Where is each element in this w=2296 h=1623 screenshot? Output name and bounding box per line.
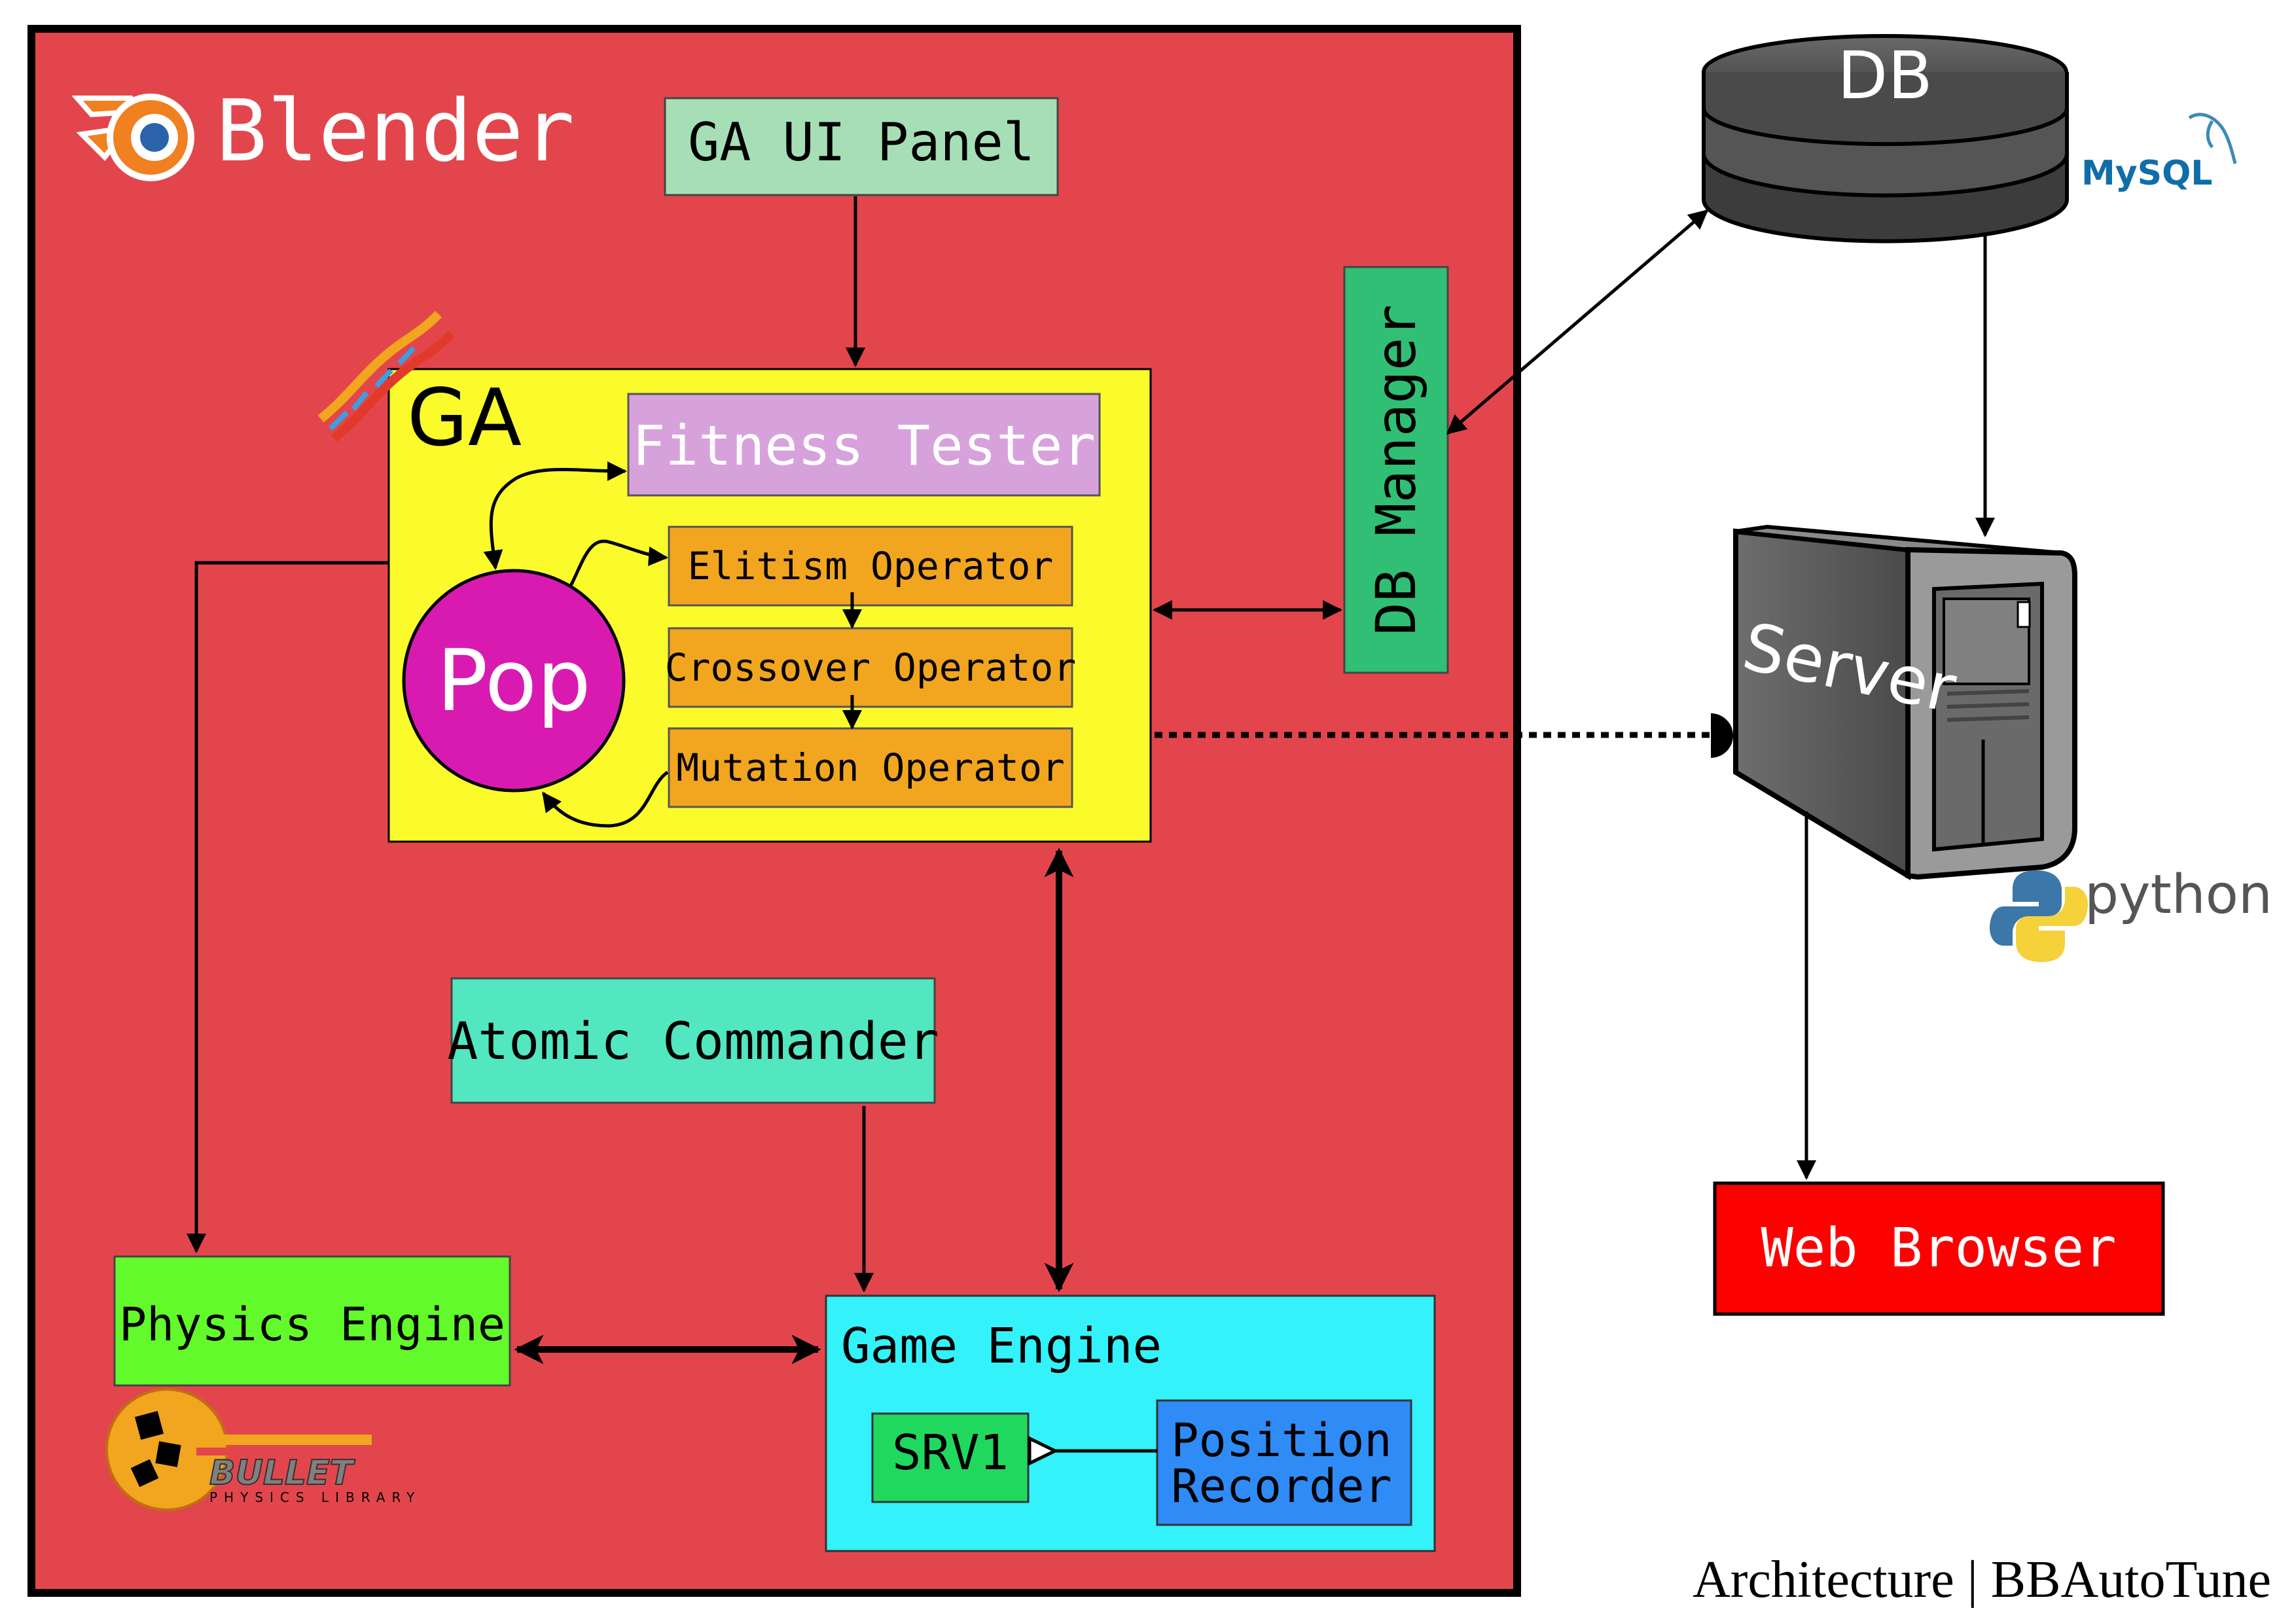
pop-circle — [402, 569, 626, 793]
footer-caption: Architecture | BBAutoTune — [1693, 1551, 2271, 1609]
arrow-ga-to-physics-engine — [187, 561, 389, 1253]
crossover-operator-box — [668, 627, 1073, 708]
pop-label: Pop — [437, 631, 591, 730]
fitness-tester-box — [627, 393, 1101, 497]
arrow-mutation-to-pop — [541, 770, 669, 828]
web-browser-box — [1713, 1181, 2165, 1316]
position-recorder-line1: Position — [1171, 1414, 1391, 1467]
server-tower-icon — [1733, 524, 2077, 881]
arrow-pop-fitness-tester — [483, 461, 627, 570]
srv1-port-triangle — [1028, 1436, 1059, 1466]
server-socket-icon — [1711, 713, 1733, 758]
physics-engine-box — [113, 1255, 511, 1387]
ga-ui-panel — [664, 97, 1059, 196]
srv1-label: SRV1 — [892, 1425, 1009, 1481]
ga-label: GA — [407, 373, 522, 464]
position-recorder-box — [1156, 1399, 1412, 1526]
physics-engine-label: Physics Engine — [119, 1298, 505, 1351]
position-recorder-line2: Recorder — [1171, 1459, 1391, 1513]
web-browser-label: Web Browser — [1761, 1217, 2116, 1279]
elitism-operator-box — [668, 526, 1073, 607]
arrow-db-manager-db — [1446, 209, 1709, 435]
ga-ui-panel-label: GA UI Panel — [688, 112, 1035, 173]
atomic-commander-label: Atomic Commander — [447, 1012, 939, 1071]
mutation-operator-label: Mutation Operator — [676, 745, 1065, 790]
srv1-box — [871, 1412, 1030, 1503]
blender-label: Blender — [216, 81, 575, 181]
mysql-logo-text: MySQL — [2081, 154, 2212, 193]
bullet-logo-subtext: PHYSICS LIBRARY — [209, 1489, 421, 1505]
game-engine-label: Game Engine — [841, 1318, 1162, 1374]
mysql-dolphin-icon — [2188, 113, 2237, 164]
database-cylinder-icon — [1702, 34, 2069, 243]
arrow-pop-to-elitism — [569, 539, 668, 587]
atomic-commander-box — [450, 977, 936, 1104]
db-manager-label: DB Manager — [1364, 304, 1428, 635]
fitness-tester-label: Fitness Tester — [632, 414, 1096, 478]
bullet-physics-logo-icon — [105, 1388, 372, 1511]
dna-icon — [317, 311, 455, 442]
db-label: DB — [1837, 37, 1933, 114]
bullet-logo-text: BULLET — [209, 1454, 355, 1493]
db-manager-box — [1343, 266, 1449, 674]
crossover-operator-label: Crossover Operator — [665, 645, 1077, 690]
blender-logo-icon — [71, 94, 194, 181]
elitism-operator-label: Elitism Operator — [688, 544, 1054, 588]
python-logo-text: python — [2085, 864, 2272, 926]
mutation-operator-box — [668, 727, 1073, 808]
python-logo-icon — [1990, 870, 2088, 962]
